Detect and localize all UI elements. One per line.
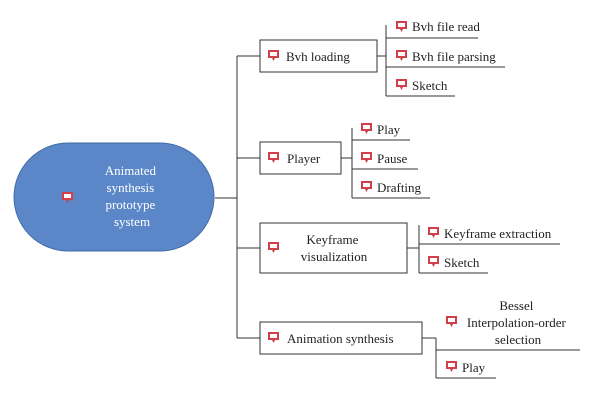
leaf-sketch: Sketch xyxy=(428,255,480,270)
leaf-label: Bvh file read xyxy=(412,19,480,34)
leaf-pause: Pause xyxy=(361,151,408,166)
leaf-bessel-interpolation-order-selection: Bessel Interpolation-order selection xyxy=(446,298,569,347)
leaf-label-line-1: Interpolation-order xyxy=(467,315,567,330)
task-icon xyxy=(62,192,73,203)
root-label-line-1: synthesis xyxy=(107,180,155,195)
connectors xyxy=(215,25,580,379)
task-icon xyxy=(361,152,372,163)
root-label: Animated synthesis prototype system xyxy=(105,163,160,229)
leaf-label: Keyframe extraction xyxy=(444,226,552,241)
task-icon xyxy=(428,227,439,238)
branch-label: Animation synthesis xyxy=(287,331,394,346)
leaf-bvh-file-parsing: Bvh file parsing xyxy=(396,49,496,64)
root-label-line-3: system xyxy=(114,214,150,229)
branch-node-animation-synthesis: Animation synthesis xyxy=(259,321,423,355)
leaf-label: Bvh file parsing xyxy=(412,49,496,64)
leaf-label: Play xyxy=(462,360,486,375)
task-icon xyxy=(446,316,457,327)
leaf-label-line-0: Bessel xyxy=(499,298,533,313)
task-icon xyxy=(396,79,407,90)
branch-box xyxy=(259,222,408,274)
branch-box xyxy=(259,39,378,73)
leaf-label: Bessel Interpolation-order selection xyxy=(467,298,569,347)
branch-node-keyframe-visualization: Keyframe visualization xyxy=(259,222,408,274)
leaf-label: Sketch xyxy=(444,255,480,270)
branch-label-line-0: Keyframe xyxy=(306,232,358,247)
task-icon xyxy=(428,256,439,267)
task-icon xyxy=(361,123,372,134)
leaf-label: Sketch xyxy=(412,78,448,93)
leaf-play: Play xyxy=(361,122,401,137)
root-shape xyxy=(13,142,215,252)
root-label-line-2: prototype xyxy=(105,197,155,212)
leaf-drafting: Drafting xyxy=(361,180,422,195)
leaf-sketch: Sketch xyxy=(396,78,448,93)
leaf-label: Play xyxy=(377,122,401,137)
task-icon xyxy=(268,242,279,253)
root-label-line-0: Animated xyxy=(105,163,157,178)
task-icon xyxy=(268,332,279,343)
leaf-label-line-2: selection xyxy=(495,332,542,347)
leaf-label: Pause xyxy=(377,151,408,166)
task-icon xyxy=(396,50,407,61)
branch-label: Bvh loading xyxy=(286,49,350,64)
leaf-play: Play xyxy=(446,360,486,375)
task-icon xyxy=(361,181,372,192)
task-icon xyxy=(446,361,457,372)
root-node: Animated synthesis prototype system xyxy=(13,142,215,252)
leaf-keyframe-extraction: Keyframe extraction xyxy=(428,226,552,241)
branch-box xyxy=(259,321,423,355)
leaf-label: Drafting xyxy=(377,180,422,195)
branch-label: Keyframe visualization xyxy=(301,232,368,264)
branch-label: Player xyxy=(287,151,321,166)
task-icon xyxy=(268,152,279,163)
branch-node-bvh-loading: Bvh loading xyxy=(259,39,378,73)
branch-label-line-1: visualization xyxy=(301,249,368,264)
task-icon xyxy=(396,21,407,32)
leaf-bvh-file-read: Bvh file read xyxy=(396,19,480,34)
branch-node-player: Player xyxy=(259,141,342,175)
task-icon xyxy=(268,50,279,61)
